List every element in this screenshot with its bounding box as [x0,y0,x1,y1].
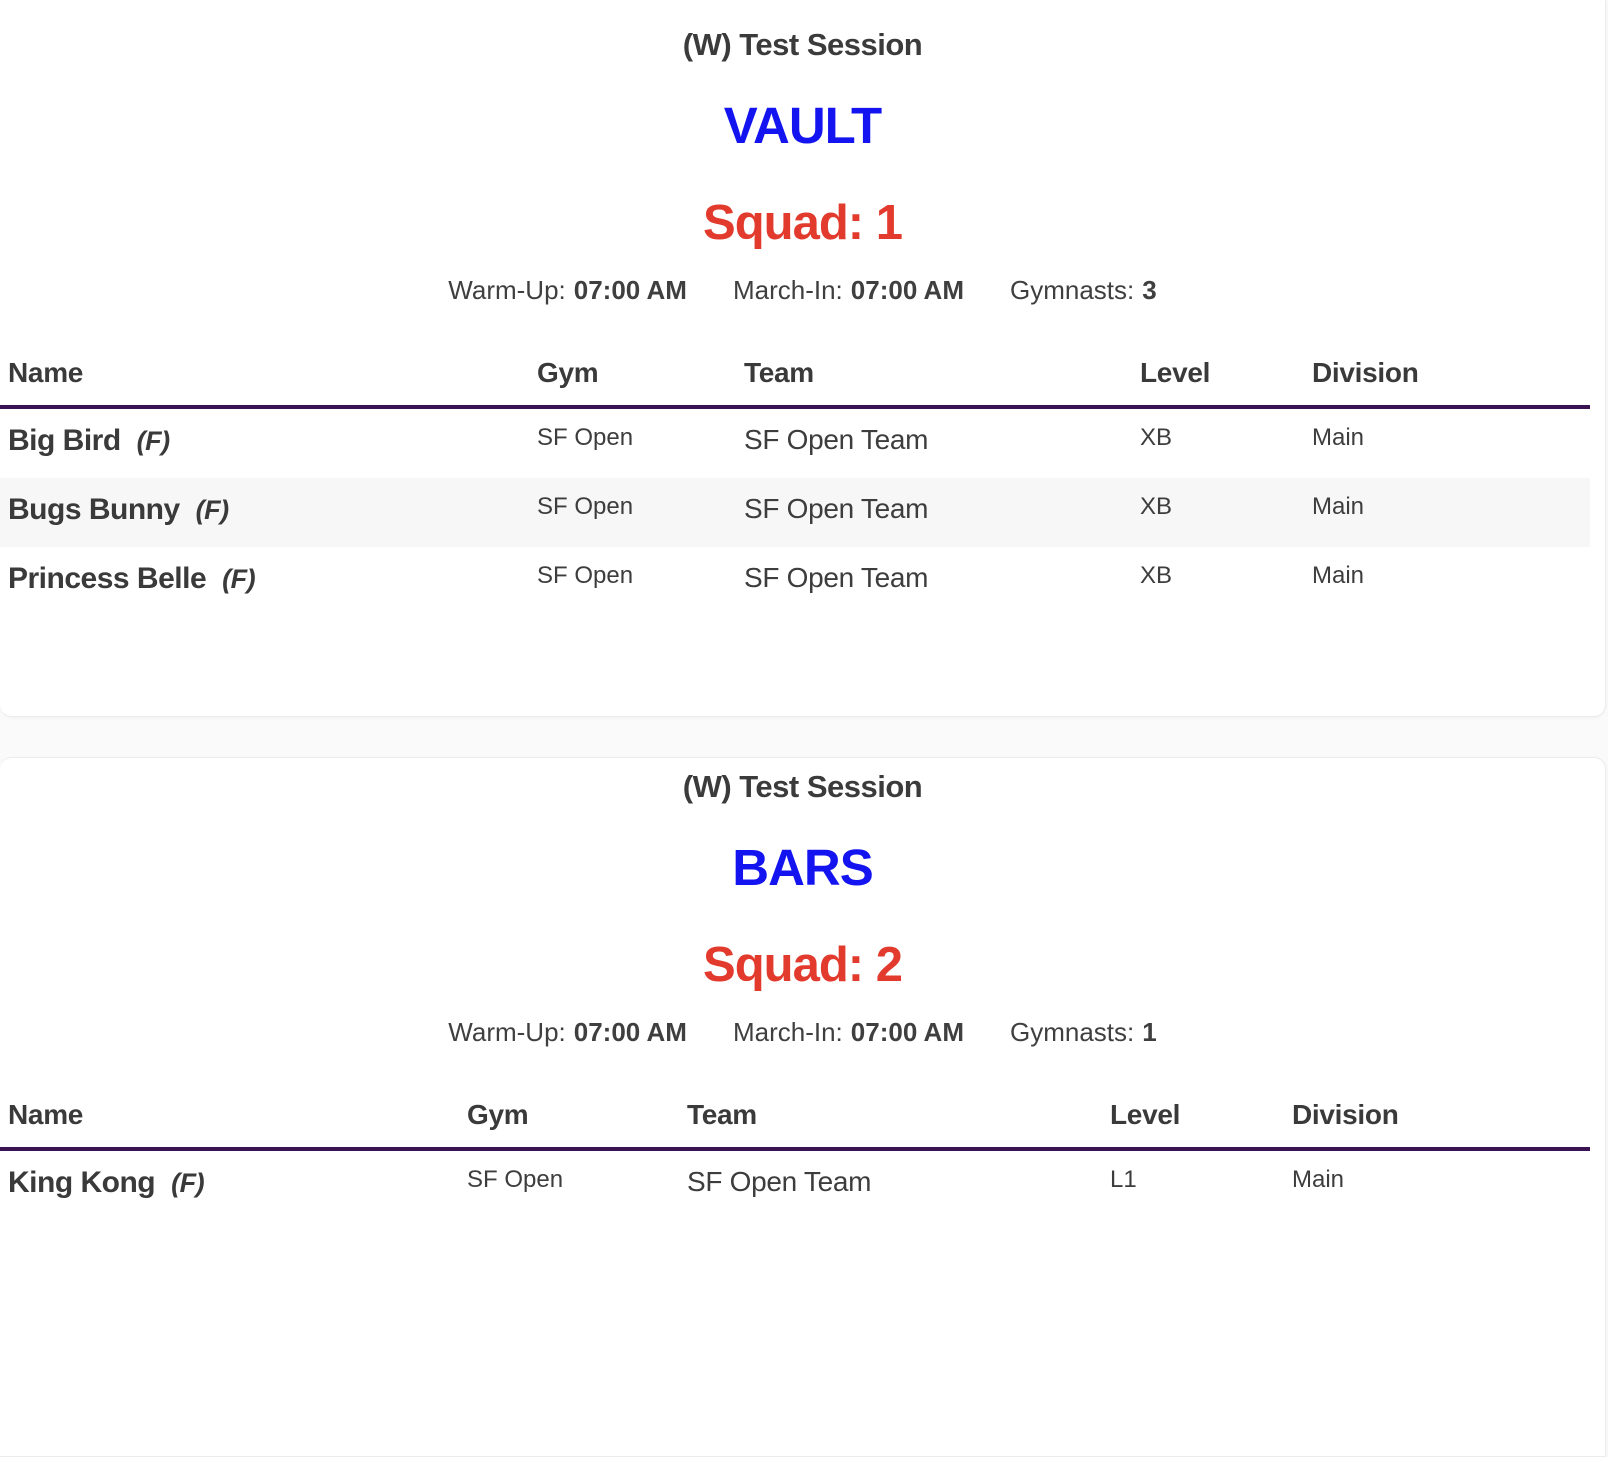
table-row: Bugs Bunny (F) SF Open SF Open Team XB Ma… [0,478,1590,547]
cell-division: Main [1292,1166,1345,1193]
cell-team: SF Open Team [744,424,929,455]
marchin-info: March-In:07:00 AM [733,1017,964,1048]
cell-team: SF Open Team [744,493,929,524]
session-card-vault-squad-1: (W) Test Session VAULT Squad: 1 Warm-Up:… [0,0,1606,717]
warmup-info: Warm-Up:07:00 AM [448,275,687,306]
cell-gym: SF Open [537,493,634,520]
warmup-label: Warm-Up: [448,1017,566,1047]
marchin-label: March-In: [732,1017,843,1047]
gymnast-flag: (F) [171,1168,205,1198]
gymnast-flag: (F) [195,495,229,525]
cell-level: XB [1140,562,1173,589]
gymnast-table: Name Gym Team Level Division King Kong (F… [0,1098,1590,1220]
warmup-label: Warm-Up: [448,275,566,305]
session-title: (W) Test Session [682,27,923,62]
table-header-row: Name Gym Team Level Division [0,1098,1590,1151]
gymnast-flag: (F) [222,564,256,594]
column-header-name: Name [0,356,537,409]
gymnast-name: Princess Belle [8,562,207,595]
gymnast-name: King Kong [8,1166,156,1199]
column-header-division: Division [1312,356,1590,409]
gymnasts-info: Gymnasts:1 [1010,1017,1157,1048]
gymnasts-count: 3 [1142,275,1157,305]
session-info-line: Warm-Up:07:00 AM March-In:07:00 AM Gymna… [0,1017,1605,1048]
gymnasts-info: Gymnasts:3 [1010,275,1157,306]
event-title: BARS [732,839,874,896]
column-header-division: Division [1292,1098,1590,1151]
gymnast-name: Big Bird [8,424,121,457]
cell-team: SF Open Team [687,1166,872,1197]
gymnasts-label: Gymnasts: [1009,275,1135,305]
cell-name: Big Bird (F) [0,407,537,478]
cell-name: Princess Belle (F) [0,547,537,616]
warmup-time: 07:00 AM [573,275,687,305]
squad-title: Squad: 2 [703,938,903,992]
cell-level: XB [1140,493,1173,520]
cell-name: King Kong (F) [0,1149,467,1220]
squad-title: Squad: 1 [703,196,903,250]
cell-level: XB [1140,424,1173,451]
column-header-level: Level [1140,356,1312,409]
column-header-name: Name [0,1098,467,1151]
marchin-time: 07:00 AM [850,1017,964,1047]
marchin-time: 07:00 AM [850,275,964,305]
gymnast-name: Bugs Bunny [8,493,180,526]
cell-name: Bugs Bunny (F) [0,478,537,547]
marchin-label: March-In: [732,275,843,305]
table-header-row: Name Gym Team Level Division [0,356,1590,409]
column-header-team: Team [744,356,1140,409]
gymnasts-label: Gymnasts: [1009,1017,1135,1047]
gymnast-table: Name Gym Team Level Division Big Bird (F)… [0,356,1590,616]
marchin-info: March-In:07:00 AM [733,275,964,306]
session-card-bars-squad-2: (W) Test Session BARS Squad: 2 Warm-Up:0… [0,757,1606,1457]
cell-division: Main [1312,424,1365,451]
session-info-line: Warm-Up:07:00 AM March-In:07:00 AM Gymna… [0,275,1605,306]
column-header-gym: Gym [537,356,744,409]
cell-gym: SF Open [537,424,634,451]
warmup-info: Warm-Up:07:00 AM [448,1017,687,1048]
warmup-time: 07:00 AM [573,1017,687,1047]
table-row: King Kong (F) SF Open SF Open Team L1 Mai… [0,1149,1590,1220]
gymnasts-count: 1 [1142,1017,1157,1047]
table-row: Princess Belle (F) SF Open SF Open Team X… [0,547,1590,616]
session-title: (W) Test Session [682,769,923,804]
cell-division: Main [1312,493,1365,520]
cell-gym: SF Open [467,1166,564,1193]
column-header-level: Level [1110,1098,1292,1151]
table-row: Big Bird (F) SF Open SF Open Team XB Main [0,407,1590,478]
gymnast-flag: (F) [136,426,170,456]
column-header-team: Team [687,1098,1110,1151]
cell-level: L1 [1110,1166,1137,1193]
column-header-gym: Gym [467,1098,687,1151]
cell-division: Main [1312,562,1365,589]
cell-team: SF Open Team [744,562,929,593]
event-title: VAULT [723,97,882,154]
cell-gym: SF Open [537,562,634,589]
